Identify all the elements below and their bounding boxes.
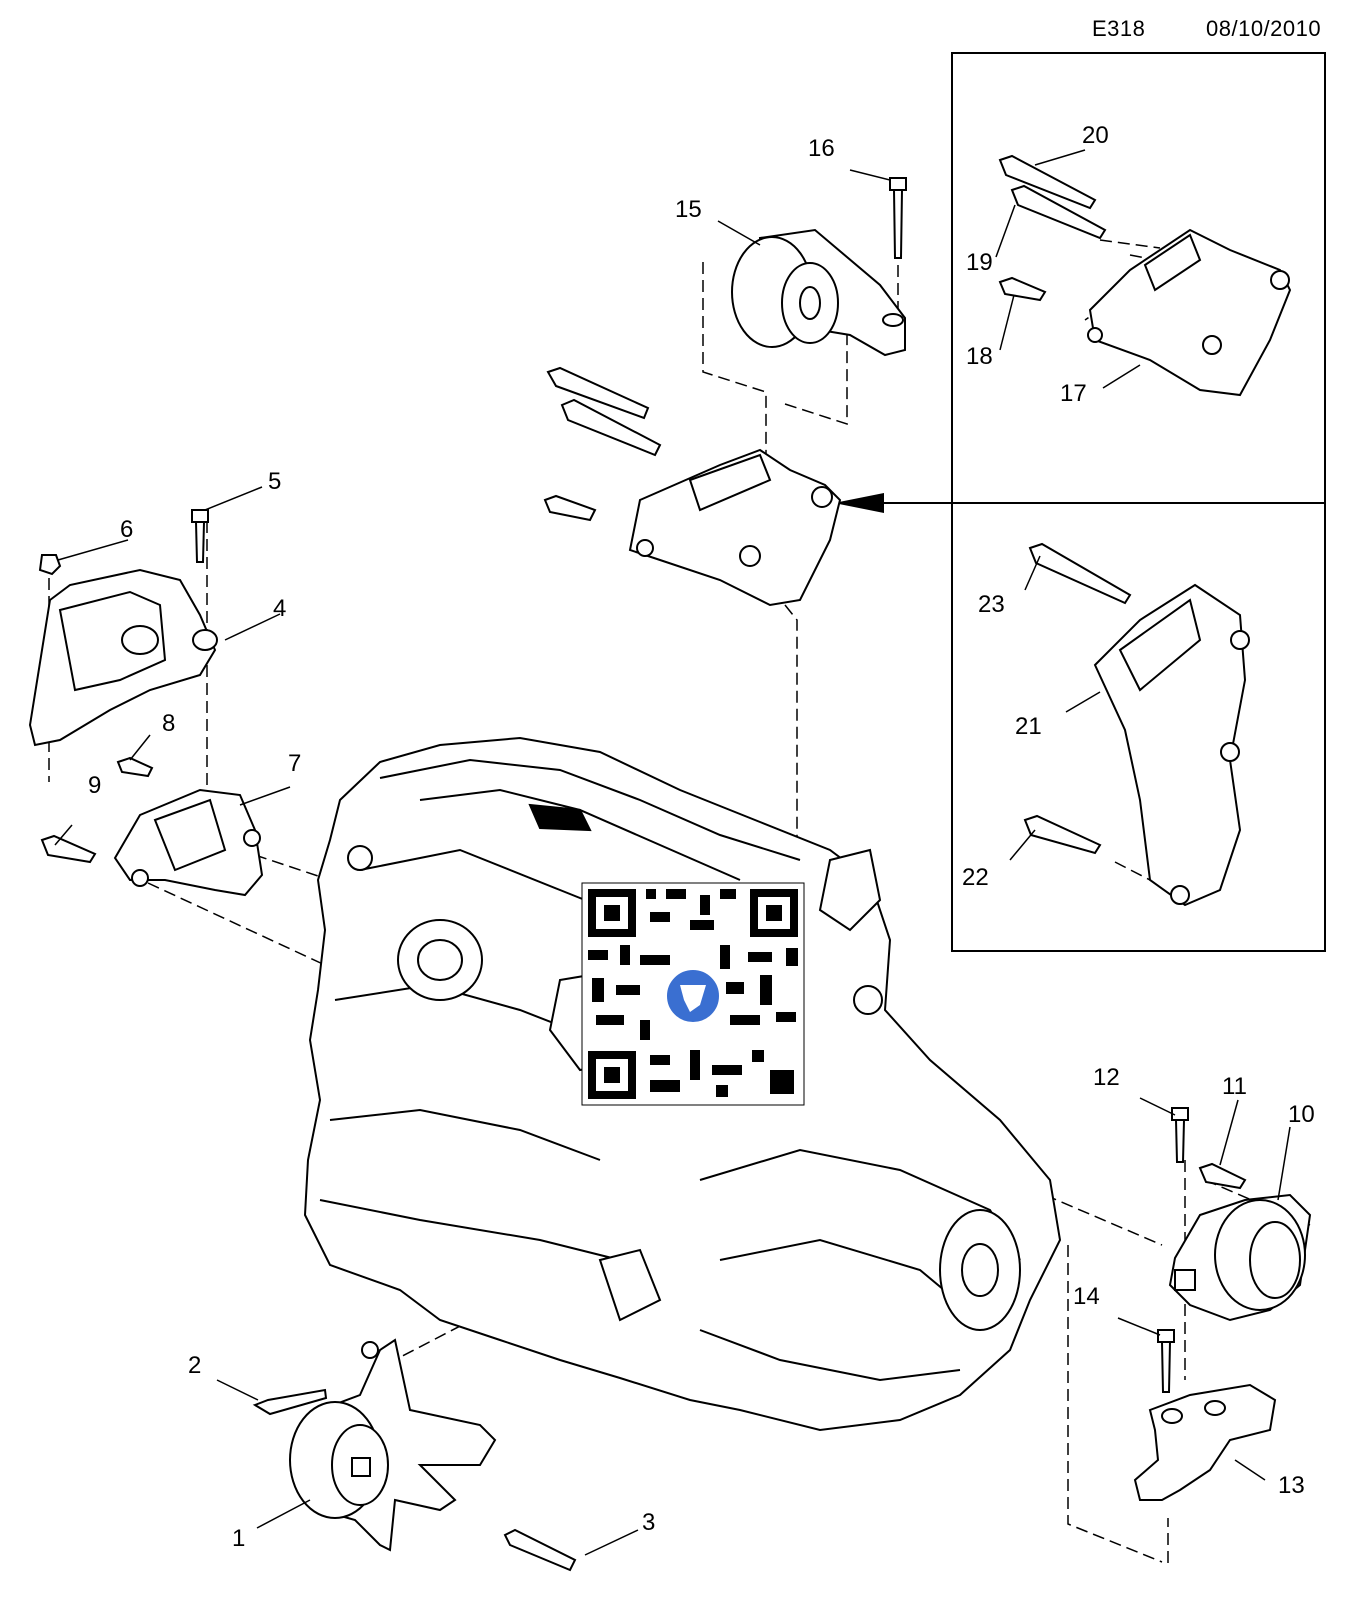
callout-16: 16 (808, 135, 835, 162)
callout-12: 12 (1093, 1064, 1120, 1091)
bolts-11-12 (1171, 1107, 1247, 1190)
part-7-bracket (113, 788, 264, 897)
part-13-bracket (1133, 1383, 1277, 1501)
pointer-arrow-icon (834, 493, 952, 513)
callout-labels: 1 2 3 4 5 6 7 8 9 10 11 12 13 14 15 16 1… (88, 122, 1315, 1552)
bolt-5 (191, 509, 209, 563)
document-date: 08/10/2010 (1206, 16, 1322, 41)
callout-19: 19 (966, 249, 993, 276)
part-1-lower-mount (289, 1338, 497, 1552)
callout-5: 5 (268, 468, 281, 495)
callout-7: 7 (288, 750, 301, 777)
part-15-upper-mount (731, 228, 906, 357)
leader-lines (54, 149, 1291, 1556)
callout-10: 10 (1288, 1101, 1315, 1128)
part-10-right-mount (1168, 1193, 1312, 1322)
part-4-left-mount (28, 568, 218, 747)
bolt-16 (889, 177, 907, 259)
callout-1: 1 (232, 1525, 245, 1552)
callout-11: 11 (1222, 1073, 1247, 1100)
callout-21: 21 (1015, 713, 1042, 740)
part-21-bracket (1093, 583, 1250, 907)
upper-mount-bracket (628, 448, 842, 607)
document-code: E318 (1092, 16, 1146, 41)
callout-3: 3 (642, 1509, 655, 1536)
bolts-8-9 (40, 756, 154, 864)
nut-6 (38, 554, 62, 576)
callout-20: 20 (1082, 122, 1109, 149)
callout-9: 9 (88, 772, 101, 799)
part-17-bracket (1087, 228, 1292, 397)
qr-code-icon (581, 882, 805, 1106)
bolts-18-20 (998, 154, 1107, 302)
dealer-logo-icon (663, 966, 723, 1026)
callout-13: 13 (1278, 1472, 1305, 1499)
bolt-14 (1157, 1329, 1175, 1393)
inset-frame (951, 52, 1326, 952)
callout-6: 6 (120, 516, 133, 543)
callout-18: 18 (966, 343, 993, 370)
callout-17: 17 (1060, 380, 1087, 407)
callout-4: 4 (273, 595, 286, 622)
bolts-22-23 (1023, 542, 1132, 855)
bolts-upper-bracket (543, 366, 662, 522)
bolts-2-3 (252, 1388, 577, 1572)
callout-8: 8 (162, 710, 175, 737)
callout-22: 22 (962, 864, 989, 891)
callout-14: 14 (1073, 1283, 1100, 1310)
callout-15: 15 (675, 196, 702, 223)
callout-2: 2 (188, 1352, 201, 1379)
callout-23: 23 (978, 591, 1005, 618)
